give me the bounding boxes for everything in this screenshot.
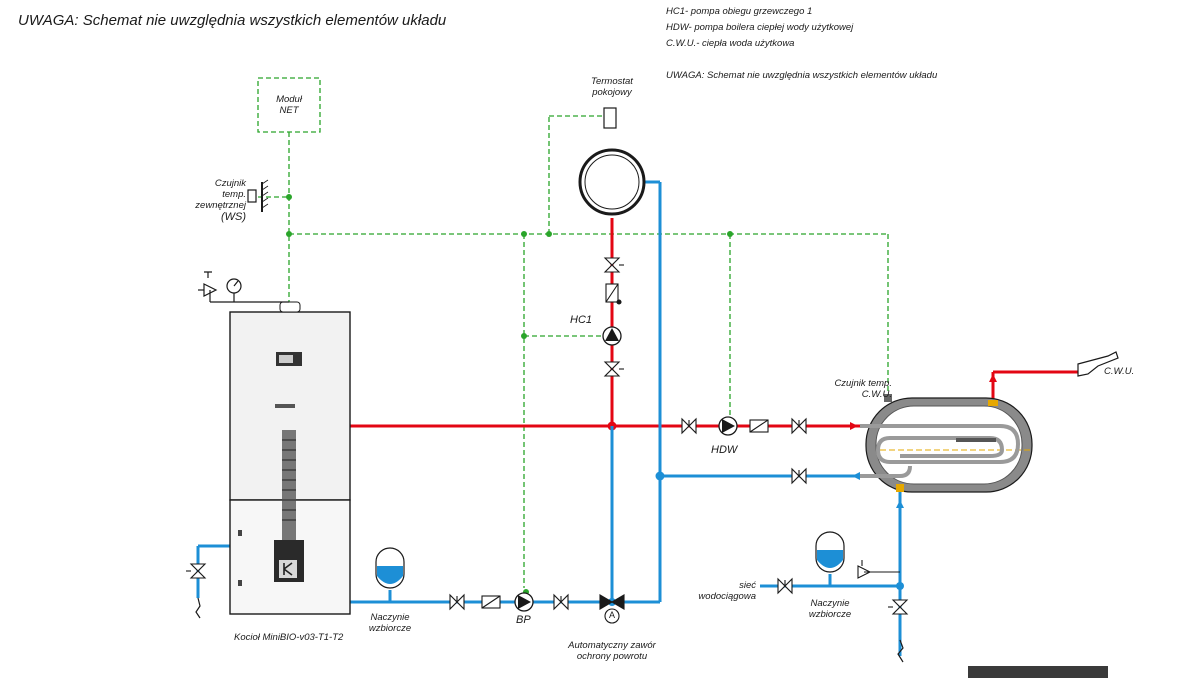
control-wiring [257, 77, 889, 588]
return-junction [655, 471, 665, 481]
hc1-valve-bottom [603, 361, 624, 377]
faucet-cwu [1077, 351, 1119, 377]
legend-note: UWAGA: Schemat nie uwzględnia wszystkich… [666, 70, 938, 81]
return-junction-tank [896, 582, 904, 590]
return-protection-valve [599, 594, 625, 624]
hdw-check-valve [749, 419, 769, 433]
hdw-valve-2 [791, 417, 807, 435]
diagram-note: UWAGA: Schemat nie uwzględnia wszystkich… [18, 12, 447, 29]
supply-arrow-right [850, 422, 858, 430]
bp-pump [514, 592, 534, 612]
bottom-bar [968, 666, 1108, 678]
label-hdw: HDW [711, 444, 738, 456]
radiator-heating-circuit [578, 148, 646, 216]
label-bp: BP [516, 614, 531, 626]
bp-check-valve [481, 595, 501, 609]
label-czujnik-cwu: Czujnik temp.C.W.U. [834, 378, 892, 400]
legend-hc1: HC1- pompa obiegu grzewczego 1 [666, 6, 813, 17]
hc1-valve-top [603, 257, 624, 273]
room-thermostat [603, 107, 617, 129]
drain-right [897, 639, 904, 663]
legend: HC1- pompa obiegu grzewczego 1 HDW- pomp… [666, 4, 937, 84]
outdoor-sensor [247, 179, 269, 212]
bp-valve-1 [449, 593, 465, 611]
bp-valve-2 [553, 593, 569, 611]
drain-valve-left [186, 563, 207, 579]
hdw-valve-1 [681, 417, 697, 435]
tank-safety-valve [857, 560, 900, 579]
label-kociol: Kocioł MiniBIO-v03-T1-T2 [234, 632, 344, 643]
legend-cwu: C.W.U.- ciepła woda użytkowa [666, 38, 795, 49]
dhw-tank [860, 394, 1033, 493]
return-arrow-left [852, 472, 860, 480]
safety-group [198, 271, 289, 303]
cold-arrow-up [896, 500, 904, 508]
supply-pipes [350, 218, 1080, 428]
label-cwu: C.W.U. [1104, 366, 1135, 377]
expansion-vessel-left [375, 547, 405, 602]
return-valve-tank [791, 467, 807, 485]
control-junctions [286, 194, 733, 339]
boiler-kociol [229, 301, 351, 615]
hc1-check-valve [605, 283, 622, 305]
label-valve-a: A [608, 610, 615, 620]
mains-valve [777, 577, 793, 595]
expansion-vessel-right [815, 531, 845, 586]
hdw-pump [718, 416, 738, 436]
supply-arrow-up [989, 374, 997, 382]
drain-valve-right [888, 599, 909, 615]
label-hc1: HC1 [570, 314, 593, 326]
legend-hdw: HDW- pompa boilera ciepłej wody użytkowe… [666, 22, 854, 33]
drain-left [195, 597, 201, 619]
hc1-pump [602, 326, 622, 346]
